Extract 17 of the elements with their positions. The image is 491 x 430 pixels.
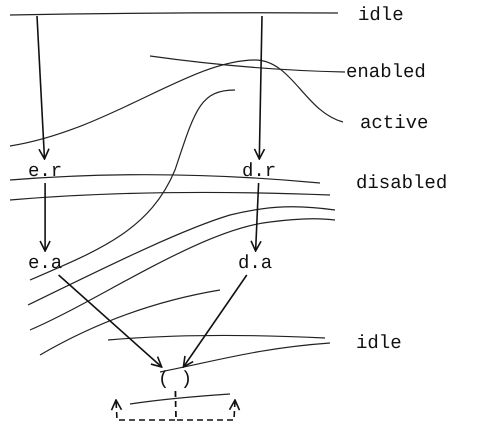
arrow [39,183,51,252]
arrow [174,390,240,421]
state-label: d.r [242,160,276,182]
state-label: ( ) [158,368,192,390]
signal-name: active [360,112,428,134]
signal-name: disabled [356,172,448,194]
arrow [250,182,262,252]
arrow [36,16,50,160]
arrow [182,274,248,368]
signal-name: enabled [346,61,426,83]
arrow [254,16,266,160]
signal-name: idle [358,4,404,26]
signal-name: idle [356,332,402,354]
state-label: e.a [28,252,62,274]
state-label: e.r [28,160,62,182]
arrow [58,274,162,368]
state-label: d.a [238,252,272,274]
